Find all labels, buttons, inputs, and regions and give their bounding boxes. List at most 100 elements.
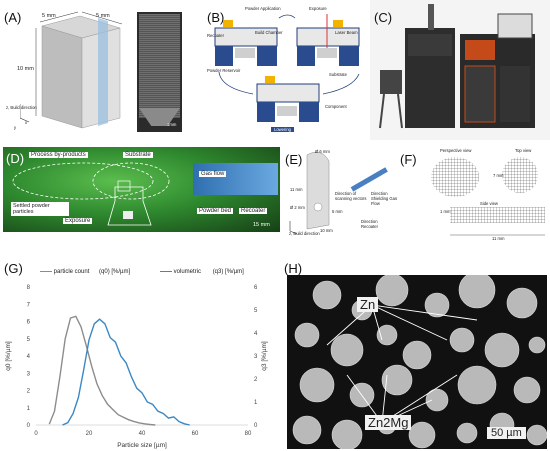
label-substrate-d: Substrate xyxy=(123,152,153,158)
panel-label-a: (A) xyxy=(4,10,22,25)
axis-build-e: z, Build direction xyxy=(289,231,320,236)
label-exposure-d: Exposure xyxy=(63,218,93,224)
cube-render xyxy=(20,11,123,129)
dim-e-1: Ø 6 mm xyxy=(315,149,330,154)
label-settled: Settled powder particles xyxy=(11,202,69,216)
legend-vol: volumetric (q3) [%/µm] xyxy=(160,269,244,275)
label-perspective: Perspective view xyxy=(440,148,472,153)
process-diagram xyxy=(214,14,360,122)
lattice-drawings xyxy=(431,157,545,236)
label-process-byproducts: Process by-products xyxy=(29,152,88,158)
y-left-tick-label: 8 xyxy=(27,285,31,291)
y-left-tick-label: 7 xyxy=(27,302,31,308)
panel-label-b: (B) xyxy=(207,10,225,25)
panel-g: (G) particle count (q0) [%/µm] volumetri… xyxy=(0,255,275,450)
panel-label-h: (H) xyxy=(284,261,303,276)
y-left-tick-label: 1 xyxy=(27,406,31,412)
label-laser-beam: Laser Beam xyxy=(335,30,358,35)
label-powder-bed: Powder bed xyxy=(197,208,234,214)
dim-f-side: 1 mm xyxy=(440,209,451,214)
dim-f-top: 7 mm xyxy=(493,173,504,178)
label-recoater-d: Recoater xyxy=(239,208,268,214)
panel-d: (D) Process by-products Substrate Gas fl… xyxy=(3,147,280,232)
y-right-tick-label: 0 xyxy=(254,423,258,429)
y-left-tick-label: 5 xyxy=(27,337,31,343)
step-exposure: Exposure xyxy=(309,6,327,11)
sem-micrograph: Zn Zn2Mg 50 µm xyxy=(287,275,547,449)
label-substrate: Substrate xyxy=(329,72,347,77)
step-powder: Powder Application xyxy=(245,6,281,11)
scale-bar-d: 15 mm xyxy=(253,222,270,228)
legend-count: particle count (q0) [%/µm] xyxy=(40,269,130,275)
y-left-tick-label: 2 xyxy=(27,389,31,395)
y-right-tick-label: 6 xyxy=(254,285,258,291)
label-recoater: Recoater xyxy=(207,33,224,38)
panel-label-d: (D) xyxy=(6,151,25,166)
axis-y: y xyxy=(14,125,17,130)
dim-e-3: Ø 2 mm xyxy=(290,205,305,210)
tensile-specimen xyxy=(289,151,388,235)
y-left-tick-label: 6 xyxy=(27,320,31,326)
dim-height: 10 mm xyxy=(17,66,34,72)
label-zn: Zn xyxy=(357,297,379,312)
scale-bar-a: 1mm xyxy=(167,122,177,127)
panel-a: (A) 5 mm 5 mm 10 mm z, Build direction x… xyxy=(0,0,185,140)
x-tick-label: 0 xyxy=(34,431,38,437)
panel-label-g: (G) xyxy=(4,261,23,276)
y-left-tick-label: 3 xyxy=(27,371,31,377)
label-recoater-direction: Direction Recoater xyxy=(361,219,378,229)
label-scanning: Direction of scanning vectors xyxy=(335,191,367,201)
step-lowering: Lowering xyxy=(271,127,294,132)
label-gas-direction: Direction Shielding Gas Flow xyxy=(371,191,398,206)
panel-f: (F) Perspective view Top view Side view … xyxy=(400,147,550,242)
y-right-axis-title: q3 [%/µm] xyxy=(261,341,268,371)
label-zn2mg: Zn2Mg xyxy=(365,415,412,430)
x-tick-label: 80 xyxy=(245,431,252,437)
label-top-view: Top view xyxy=(515,148,532,153)
label-side-view: Side view xyxy=(480,201,498,206)
label-gas-flow: Gas flow xyxy=(199,171,227,177)
y-left-tick-label: 0 xyxy=(27,423,31,429)
y-left-tick-label: 4 xyxy=(27,354,31,360)
label-powder-reservoir: Powder Reservoir xyxy=(207,68,241,73)
machine-photo xyxy=(379,4,535,129)
legend-vol-unit: (q3) [%/µm] xyxy=(212,269,244,275)
x-tick-label: 20 xyxy=(86,431,93,437)
x-axis-title: Particle size [µm] xyxy=(117,442,167,449)
y-right-tick-label: 1 xyxy=(254,400,258,406)
micrograph-section: 1mm xyxy=(137,12,182,132)
dim-top-right: 5 mm xyxy=(96,13,110,19)
y-right-tick-label: 2 xyxy=(254,377,258,383)
y-right-tick-label: 4 xyxy=(254,331,258,337)
dim-e-5: 10 mm xyxy=(320,228,333,233)
y-left-axis-title: q0 [%/µm] xyxy=(5,341,12,371)
panel-h: (H) Zn Zn2Mg 50 µm xyxy=(280,255,550,451)
y-right-tick-label: 5 xyxy=(254,308,258,314)
panel-e: (E) Ø 6 mm 11 mm Ø 2 mm 5 mm 10 mm Direc… xyxy=(285,147,400,242)
axis-x: x xyxy=(25,120,28,125)
legend-vol-label: volumetric xyxy=(173,269,202,275)
particle-field xyxy=(292,275,547,449)
x-tick-label: 40 xyxy=(139,431,146,437)
legend-count-label: particle count xyxy=(53,269,90,275)
axis-build-direction: z, Build direction xyxy=(6,105,37,110)
series-line-0 xyxy=(48,315,156,426)
x-tick-label: 60 xyxy=(192,431,199,437)
panel-c: (C) xyxy=(370,0,550,140)
photo-annotations xyxy=(12,162,170,226)
panel-label-f: (F) xyxy=(400,152,417,167)
series-line-1 xyxy=(62,318,190,426)
label-build-chamber: Build Chamber xyxy=(255,30,283,35)
panel-label-c: (C) xyxy=(374,10,393,25)
panel-b: (B) Powder Application Exposure Lowering… xyxy=(185,0,365,140)
panel-label-e: (E) xyxy=(285,152,303,167)
legend-count-unit: (q0) [%/µm] xyxy=(99,269,131,275)
scale-bar-h: 50 µm xyxy=(487,427,526,439)
dim-e-2: 11 mm xyxy=(290,187,303,192)
dim-f-bottom: 11 mm xyxy=(492,236,505,241)
dim-e-4: 5 mm xyxy=(332,209,343,214)
label-component: Component xyxy=(325,104,347,109)
y-right-tick-label: 3 xyxy=(254,354,258,360)
dim-top-left: 5 mm xyxy=(42,13,56,19)
